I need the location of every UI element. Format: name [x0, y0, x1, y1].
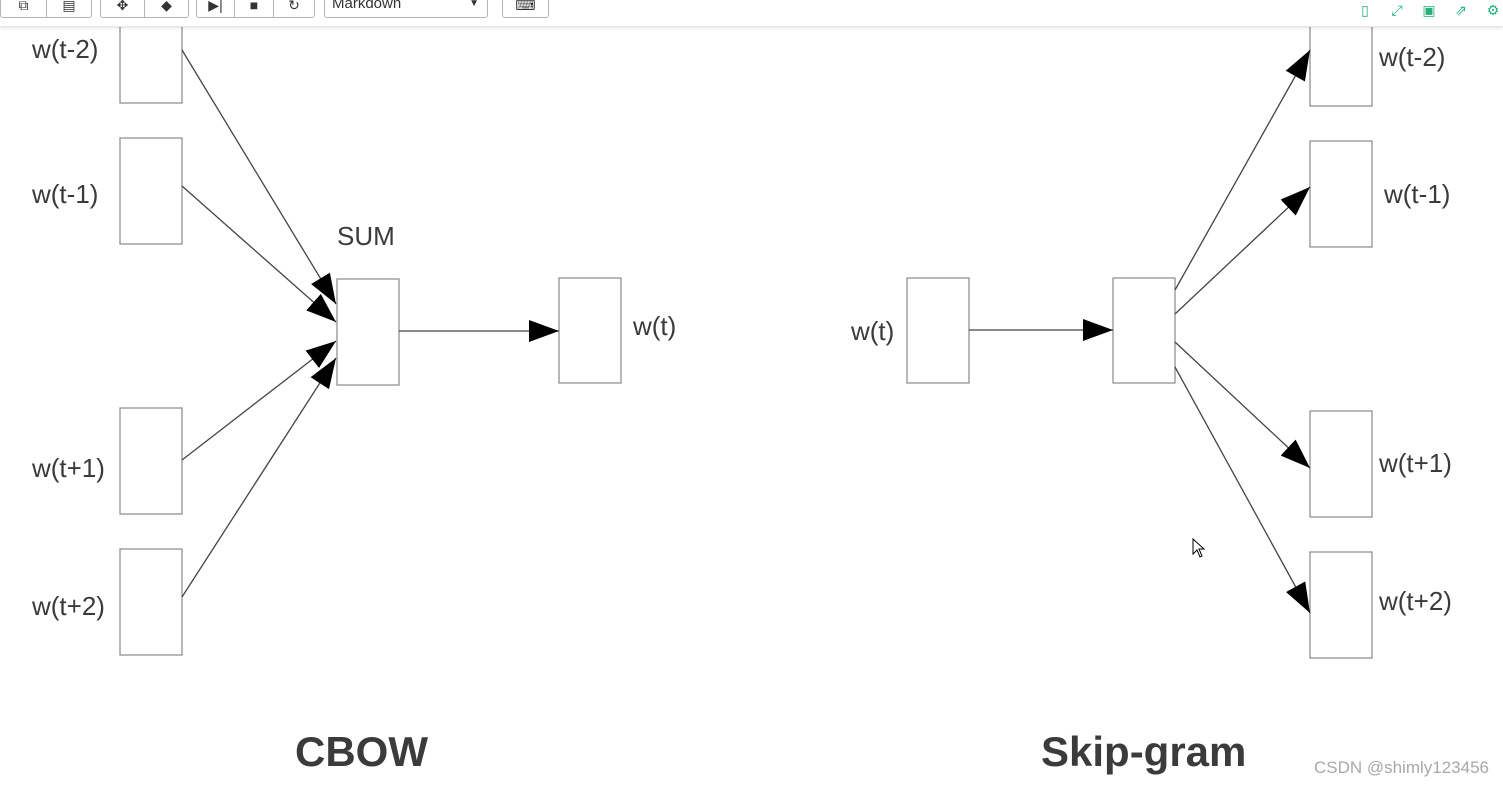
skipgram-output-label-1: w(t-2)	[1379, 42, 1446, 72]
cbow-input-box-3	[119, 407, 183, 515]
skipgram-title: Skip-gram	[1041, 728, 1247, 775]
cell-type-select[interactable]: Markdown ▼	[324, 0, 488, 18]
paste-cell-icon[interactable]: ▤	[46, 0, 92, 18]
bookmark-icon[interactable]: ▯	[1361, 2, 1369, 18]
toolbar-right-icons: ▯ ⤢ ▣ ⇗ ⚙	[1355, 2, 1503, 22]
skipgram-arrow-2	[1174, 186, 1311, 315]
cbow-sum-box	[336, 278, 400, 386]
skipgram-output-box-4	[1309, 551, 1373, 659]
skipgram-arrow-4	[1174, 366, 1311, 614]
cbow-input-box-4	[119, 548, 183, 656]
watermark-text: CSDN @shimly123456	[1313, 758, 1489, 777]
cbow-output-label: w(t)	[633, 311, 677, 341]
cbow-arrow-4	[181, 357, 337, 598]
cbow-arrow-3	[181, 340, 337, 461]
skipgram-input-label: w(t)	[851, 316, 895, 346]
save-icon[interactable]: ▣	[1422, 2, 1436, 18]
cbow-diagram	[119, 0, 622, 656]
skipgram-diagram	[906, 0, 1373, 659]
mouse-cursor-icon	[1192, 538, 1206, 558]
share-icon[interactable]: ⇗	[1455, 2, 1467, 18]
cbow-arrow-2	[181, 185, 337, 323]
clipboard-group: ⧉ ▤	[0, 0, 92, 18]
skipgram-arrow-1	[1174, 49, 1311, 291]
skipgram-output-label-3: w(t+1)	[1379, 448, 1452, 478]
cbow-input-label-3: w(t+1)	[32, 453, 105, 483]
copy-cell-icon[interactable]: ⧉	[0, 0, 47, 18]
run-group: ▶| ■ ↻	[196, 0, 315, 18]
skipgram-arrow-3	[1174, 341, 1311, 469]
move-down-icon[interactable]: ◆	[144, 0, 189, 18]
skipgram-output-label-2: w(t-1)	[1384, 179, 1451, 209]
cell-type-value: Markdown	[332, 0, 402, 12]
cbow-input-label-4: w(t+2)	[32, 591, 105, 621]
cbow-output-box	[558, 277, 622, 384]
run-cell-icon[interactable]: ▶|	[196, 0, 235, 18]
skipgram-output-box-3	[1309, 410, 1373, 518]
cbow-input-label-1: w(t-2)	[32, 34, 99, 64]
chevron-down-icon: ▼	[469, 0, 479, 9]
notebook-toolbar: ⧉ ▤ ✥ ◆ ▶| ■ ↻ Markdown ▼ ⌨ ▯ ⤢ ▣ ⇗ ⚙	[0, 0, 1503, 27]
restart-icon[interactable]: ↻	[273, 0, 315, 18]
skipgram-input-box	[906, 277, 970, 384]
cbow-sum-label: SUM	[337, 221, 395, 251]
skipgram-output-box-2	[1309, 140, 1373, 248]
cbow-arrow-1	[181, 49, 337, 305]
cbow-input-label-2: w(t-1)	[32, 179, 99, 209]
skipgram-projection-box	[1112, 277, 1176, 384]
move-group: ✥ ◆	[100, 0, 189, 18]
expand-icon[interactable]: ⤢	[1391, 2, 1403, 18]
stop-icon[interactable]: ■	[234, 0, 274, 18]
keyboard-icon[interactable]: ⌨	[502, 0, 549, 18]
move-up-icon[interactable]: ✥	[100, 0, 145, 18]
cbow-title: CBOW	[295, 728, 428, 775]
cbow-input-box-2	[119, 137, 183, 245]
settings-icon[interactable]: ⚙	[1486, 2, 1500, 18]
skipgram-output-label-4: w(t+2)	[1379, 586, 1452, 616]
